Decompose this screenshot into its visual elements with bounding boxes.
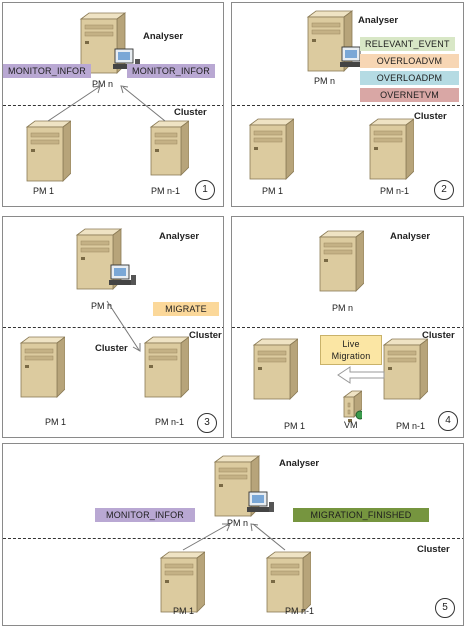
pm-n-label: PM n bbox=[92, 79, 114, 89]
live-migration-badge: Live Migration bbox=[320, 335, 382, 365]
pm-n-minus-1-server-icon bbox=[265, 550, 313, 623]
cluster-label: Cluster bbox=[417, 544, 450, 555]
pm-n-minus-1-label: PM n-1 bbox=[396, 421, 426, 431]
panel-2: Analyser PM n RELEVANT_EVENT OVERLOADVM … bbox=[231, 2, 464, 207]
pm-n-label: PM n bbox=[314, 76, 336, 86]
pm-n-label: PM n bbox=[227, 518, 249, 528]
panel-5: Analyser PM n MONITOR_INFOR MIGRATION_FI… bbox=[2, 443, 464, 626]
relevant-event-badge: RELEVANT_EVENT bbox=[360, 37, 455, 51]
pm-1-label: PM 1 bbox=[262, 186, 284, 196]
panel-3: Analyser PM n MIGRATE Cluster Cluster PM… bbox=[2, 216, 224, 438]
cluster-boundary-line bbox=[3, 538, 463, 539]
pm-1-server-icon bbox=[25, 119, 73, 192]
monitor-infor-badge: MONITOR_INFOR bbox=[95, 508, 195, 522]
pm-n-label: PM n bbox=[332, 303, 354, 313]
panel-1: Analyser PM n MONITOR_INFOR MONITOR_INFO… bbox=[2, 2, 224, 207]
vm-label: VM bbox=[344, 420, 358, 430]
analyser-pm-n-server-icon bbox=[213, 454, 277, 527]
pm-1-server-icon bbox=[248, 117, 296, 190]
step-number-badge: 4 bbox=[438, 411, 458, 431]
migration-finished-badge: MIGRATION_FINISHED bbox=[293, 508, 429, 522]
analyser-label: Analyser bbox=[358, 15, 399, 26]
cluster-label: Cluster bbox=[189, 330, 222, 341]
monitor-infor-badge-left: MONITOR_INFOR bbox=[3, 64, 91, 78]
pm-n-label: PM n bbox=[91, 301, 113, 311]
monitor-infor-badge-right: MONITOR_INFOR bbox=[127, 64, 215, 78]
vm-server-icon bbox=[342, 389, 365, 428]
panel-4: Analyser PM n Cluster Live Migration VM … bbox=[231, 216, 464, 438]
pm-1-label: PM 1 bbox=[33, 186, 55, 196]
cluster-label: Cluster bbox=[422, 330, 455, 341]
analyser-label: Analyser bbox=[143, 31, 184, 42]
cluster-boundary-line bbox=[232, 327, 463, 328]
step-number-badge: 3 bbox=[197, 413, 217, 433]
pm-1-label: PM 1 bbox=[173, 606, 195, 616]
cluster-boundary-line bbox=[232, 105, 463, 106]
pm-1-server-icon bbox=[159, 550, 207, 623]
pm-n-minus-1-label: PM n-1 bbox=[285, 606, 315, 616]
analyser-label: Analyser bbox=[279, 458, 320, 469]
pm-n-minus-1-label: PM n-1 bbox=[151, 186, 181, 196]
pm-1-label: PM 1 bbox=[45, 417, 67, 427]
overload-vm-badge: OVERLOADVM bbox=[360, 54, 459, 68]
pm-n-minus-1-label: PM n-1 bbox=[380, 186, 410, 196]
cluster-label: Cluster bbox=[174, 107, 207, 118]
pm-n-minus-1-server-icon bbox=[382, 337, 430, 410]
pm-n-minus-1-server-icon bbox=[143, 335, 191, 408]
pm-1-server-icon bbox=[19, 335, 67, 408]
analyser-label: Analyser bbox=[159, 231, 200, 242]
analyser-pm-n-server-icon bbox=[318, 229, 366, 302]
cluster-label: Cluster bbox=[414, 111, 447, 122]
cluster-label-inner: Cluster bbox=[95, 343, 128, 354]
pm-1-label: PM 1 bbox=[284, 421, 306, 431]
pm-n-minus-1-server-icon bbox=[149, 119, 191, 186]
analyser-pm-n-server-icon bbox=[75, 227, 139, 300]
migrate-badge: MIGRATE bbox=[153, 302, 219, 316]
pm-1-server-icon bbox=[252, 337, 300, 410]
step-number-badge: 1 bbox=[195, 180, 215, 200]
step-number-badge: 2 bbox=[434, 180, 454, 200]
overload-pm-badge: OVERLOADPM bbox=[360, 71, 459, 85]
pm-n-minus-1-server-icon bbox=[368, 117, 416, 190]
analyser-label: Analyser bbox=[390, 231, 431, 242]
overnet-vm-badge: OVERNETVM bbox=[360, 88, 459, 102]
cluster-boundary-line bbox=[3, 105, 223, 106]
cluster-boundary-line bbox=[3, 327, 223, 328]
analyser-pm-n-server-icon bbox=[306, 9, 370, 82]
pm-n-minus-1-label: PM n-1 bbox=[155, 417, 185, 427]
step-number-badge: 5 bbox=[435, 598, 455, 618]
